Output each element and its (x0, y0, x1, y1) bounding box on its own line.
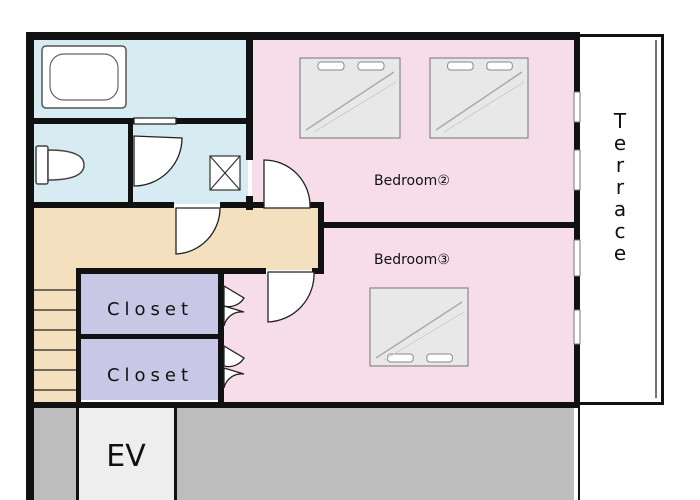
door-swing-icon (133, 117, 315, 389)
closet-upper-floor (80, 274, 220, 334)
bed-icon (429, 57, 529, 139)
terrace-letter: c (615, 219, 626, 243)
terrace-letter: r (616, 153, 625, 177)
terrace-letter: r (616, 175, 625, 199)
closet-upper-label: Closet (107, 299, 193, 320)
closet-lower-label: Closet (107, 365, 193, 386)
terrace-letter: e (614, 241, 626, 265)
ventilation-shaft-icon (209, 155, 241, 191)
terrace-letter: a (614, 197, 626, 221)
bed-icon (299, 57, 401, 139)
bedroom2-label: Bedroom② (374, 173, 450, 189)
bedroom3-label: Bedroom③ (374, 252, 450, 268)
elevator-floor (78, 406, 176, 500)
bed-icon (369, 287, 469, 367)
bed-icon (299, 57, 529, 367)
elevator-label: EV (106, 439, 146, 474)
stairs-floor (34, 270, 76, 402)
stairs-icon (34, 289, 76, 391)
terrace-floor (578, 36, 662, 402)
bathtub-icon (41, 45, 127, 109)
windows (573, 91, 581, 345)
toilet-icon (35, 145, 85, 185)
terrace-letter: e (614, 131, 626, 155)
terrace-letter: T (613, 109, 627, 133)
closet-lower-floor (80, 338, 220, 400)
